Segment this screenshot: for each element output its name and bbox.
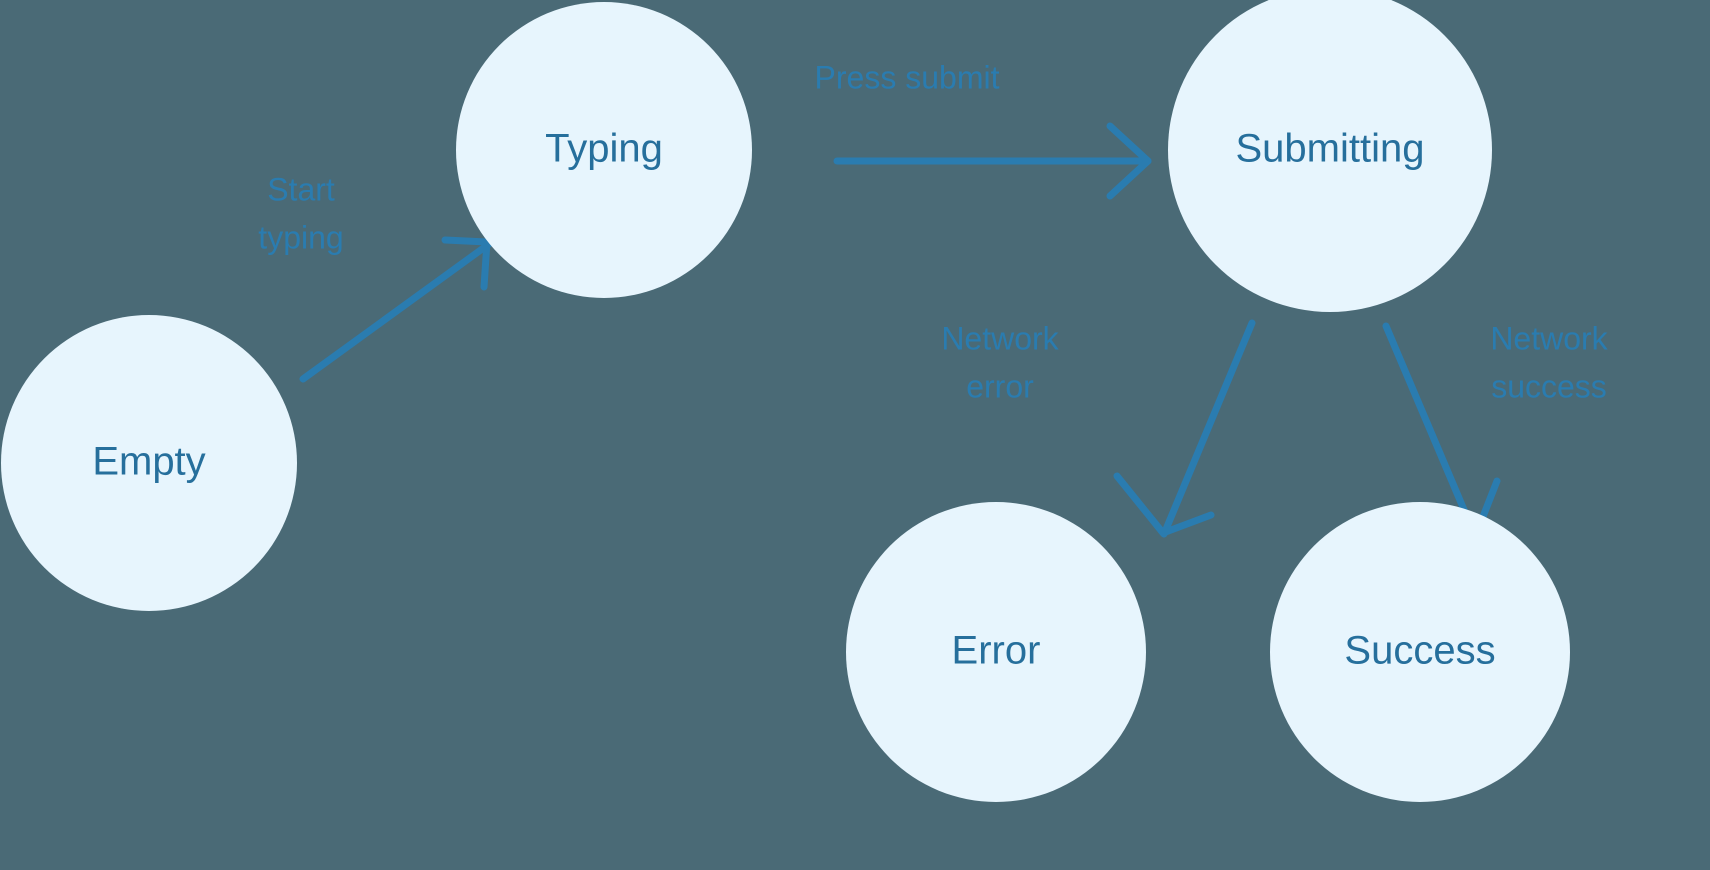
node-circle-submitting[interactable] [1168,0,1492,312]
edge-label-start-typing-line2: typing [258,219,343,255]
node-label-success: Success [1344,629,1495,673]
node-success[interactable]: Success [1270,502,1570,802]
arrowhead-empty-to-typing [441,236,491,291]
node-label-submitting: Submitting [1236,127,1425,171]
edge-label-network-error-line2: error [966,368,1034,404]
edge-empty-to-typing: Start typing [258,171,493,383]
node-label-error: Error [952,629,1041,673]
node-typing[interactable]: Typing [456,2,752,298]
edge-label-network-success-line1: Network [1490,320,1608,356]
edge-label-network-error-line1: Network [941,320,1059,356]
node-label-empty: Empty [92,440,205,484]
edge-line-submitting-to-error [1160,319,1256,538]
node-submitting[interactable]: Submitting [1168,0,1492,312]
node-circle-typing[interactable] [456,2,752,298]
node-error[interactable]: Error [846,502,1146,802]
edge-label-start-typing-line1: Start [267,171,335,207]
node-label-typing: Typing [545,127,663,171]
edge-typing-to-submitting: Press submit [815,59,1152,200]
node-circle-error[interactable] [846,502,1146,802]
edge-submitting-to-error: Network error [941,319,1256,538]
edge-label-press-submit: Press submit [815,59,1000,95]
node-circle-empty[interactable] [1,315,297,611]
edge-line-submitting-to-success [1382,322,1480,542]
edge-label-network-success-line2: success [1491,368,1607,404]
arrowhead-submitting-to-error [1113,472,1215,537]
node-empty[interactable]: Empty [1,315,297,611]
arrowhead-typing-to-submitting [1106,122,1152,200]
node-circle-success[interactable] [1270,502,1570,802]
edge-line-empty-to-typing [299,240,493,383]
